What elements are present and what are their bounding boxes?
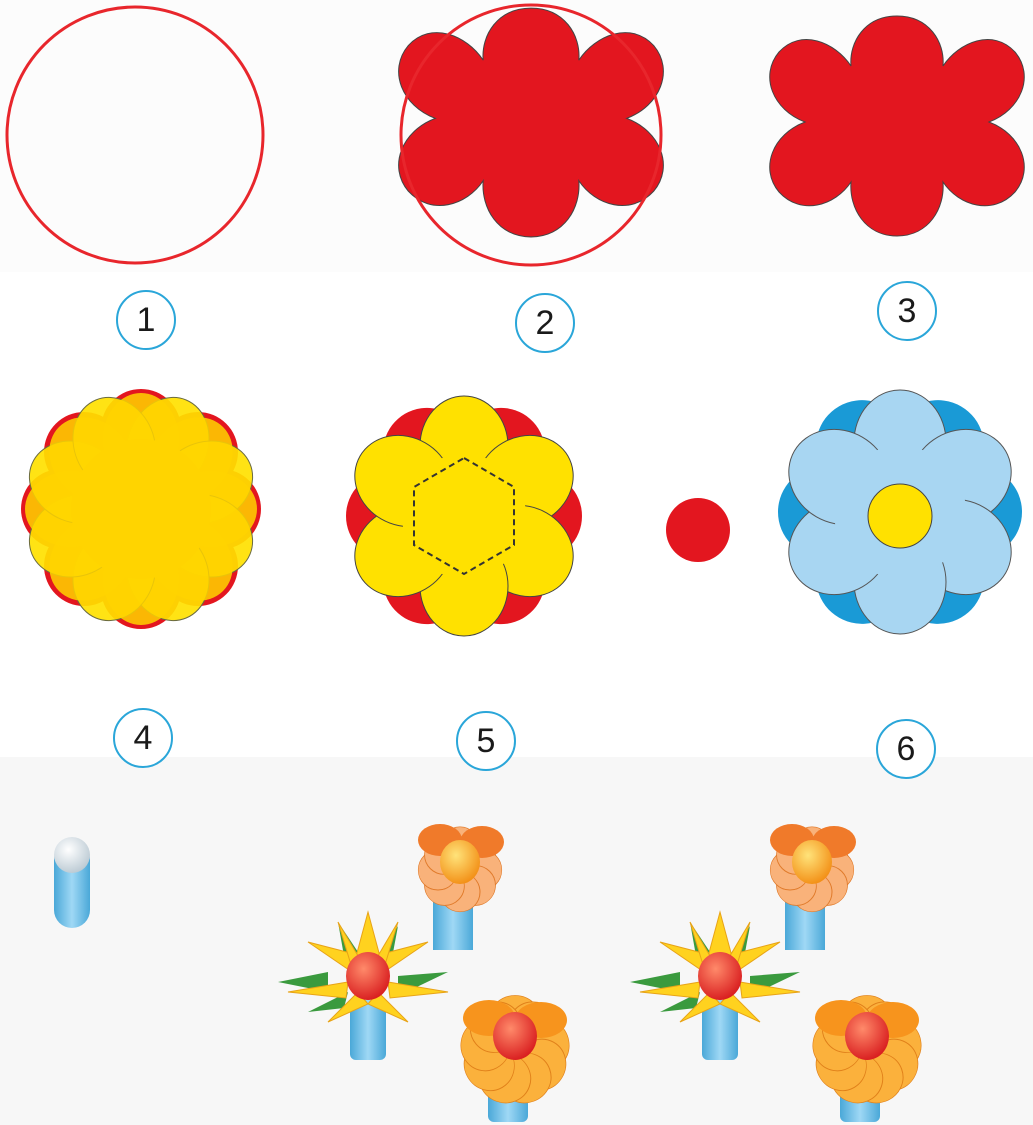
step-label-2: 2: [515, 293, 575, 353]
step2-flower-in-circle-icon: [399, 5, 664, 265]
step-label-3: 3: [877, 281, 937, 341]
step-label-1: 1: [116, 290, 176, 350]
step5-flower-with-hexagon-icon: [338, 392, 590, 640]
step4-layered-flower-icon: [17, 385, 266, 634]
step-label-6: 6: [876, 719, 936, 779]
red-dot-icon: [666, 498, 730, 562]
step1-circle-outline-icon: [7, 7, 263, 263]
step6-blue-flower-icon: [771, 383, 1028, 640]
tube-cap-icon: [54, 837, 90, 928]
step-label-4: 4: [113, 708, 173, 768]
step3-red-flower-icon: [770, 16, 1025, 236]
step-label-5: 5: [456, 711, 516, 771]
paper-flower-bouquet-icon: [278, 824, 575, 1122]
paper-flower-bouquet-copy-icon: [630, 824, 927, 1122]
